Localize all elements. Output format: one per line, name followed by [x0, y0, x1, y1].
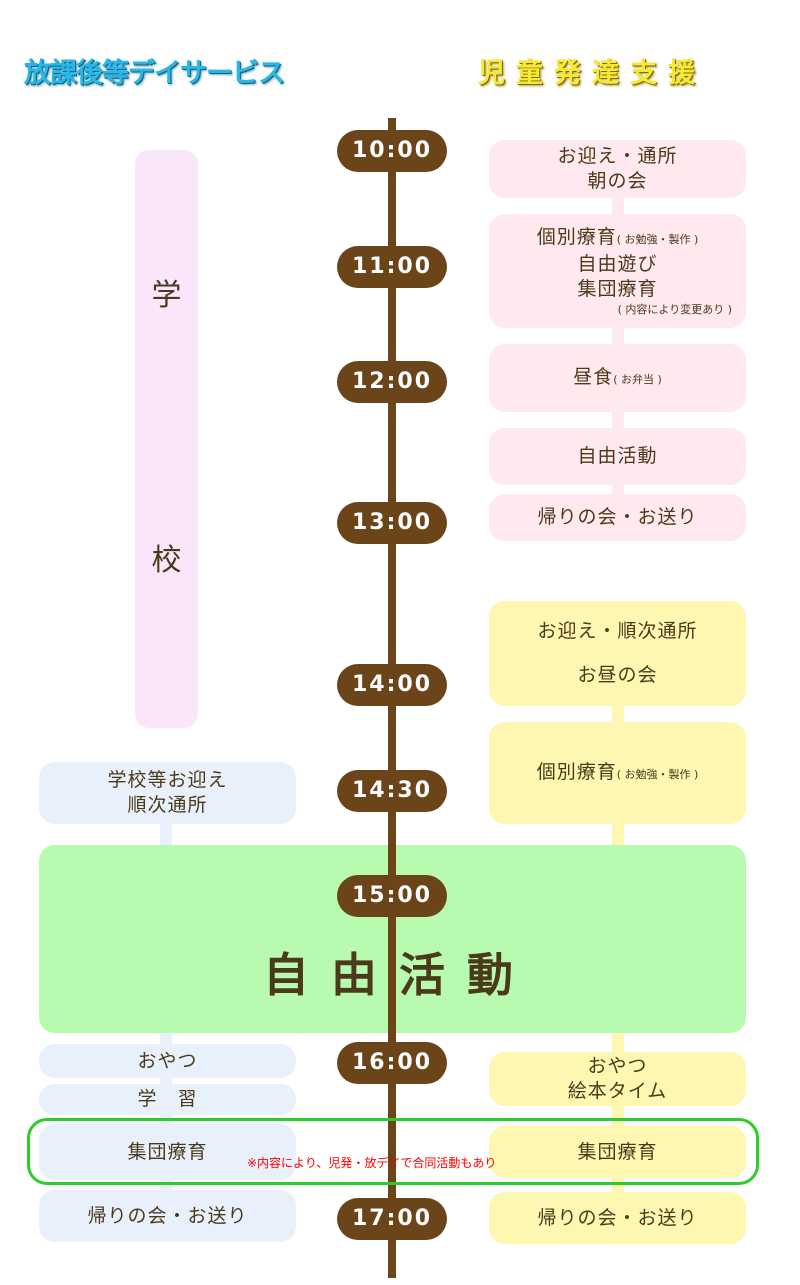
jihatsu-afternoon-arrival-box: お迎え・順次通所 お昼の会 — [489, 601, 746, 706]
shared-free-activity-label: 自由活動 — [263, 948, 535, 1002]
box-line: 学校等お迎え — [107, 769, 228, 791]
time-badge: 14:30 — [337, 770, 447, 812]
box-line-sub: ( お勉強・製作 ) — [616, 767, 699, 781]
connector — [612, 1176, 624, 1194]
connector — [612, 822, 624, 848]
connector — [160, 1178, 172, 1192]
time-badge: 10:00 — [337, 130, 447, 172]
jihatsu-arrival-box: お迎え・通所 朝の会 — [489, 140, 746, 198]
header-child-development-support: 児童発達支援 — [478, 58, 706, 89]
school-label-char: 校 — [151, 543, 182, 578]
connector — [612, 195, 624, 217]
jihatsu-lunch-box: 昼食( お弁当 ) — [489, 344, 746, 412]
day-service-group-box: 集団療育 — [39, 1124, 296, 1180]
connector — [160, 822, 172, 848]
time-badge: 16:00 — [337, 1042, 447, 1084]
box-line: お迎え・順次通所 — [537, 619, 698, 642]
box-line: 集団療育 — [577, 1140, 658, 1163]
day-service-snack-box: おやつ — [39, 1044, 296, 1078]
jihatsu-snack-box: おやつ 絵本タイム — [489, 1052, 746, 1106]
box-line: 昼食( お弁当 ) — [573, 365, 662, 392]
box-line: お迎え・通所 — [557, 145, 678, 167]
day-service-closing-box: 帰りの会・お送り — [39, 1190, 296, 1242]
jihatsu-afternoon-individual-box: 個別療育( お勉強・製作 ) — [489, 722, 746, 824]
connector — [612, 1030, 624, 1054]
time-badge: 13:00 — [337, 502, 447, 544]
box-line: 集団療育 — [127, 1140, 208, 1163]
box-line-sub: ( お勉強・製作 ) — [616, 232, 699, 246]
connector — [612, 1104, 624, 1128]
box-note: ( 内容により変更あり ) — [617, 302, 732, 316]
jihatsu-afternoon-closing-box: 帰りの会・お送り — [489, 1192, 746, 1244]
box-line: 自由活動 — [577, 445, 658, 467]
jihatsu-individual-box: 個別療育( お勉強・製作 ) 自由遊び 集団療育 ( 内容により変更あり ) — [489, 214, 746, 328]
box-line: 自由遊び — [577, 252, 658, 275]
box-line: おやつ — [137, 1049, 198, 1072]
box-line: 帰りの会・お送り — [537, 1206, 698, 1229]
box-line: 個別療育( お勉強・製作 ) — [537, 225, 699, 252]
time-badge: 15:00 — [337, 875, 447, 917]
box-line: おやつ — [587, 1055, 648, 1077]
jihatsu-group-box: 集団療育 — [489, 1126, 746, 1178]
school-label-char: 学 — [151, 278, 182, 313]
box-line: 順次通所 — [127, 794, 208, 816]
time-badge: 14:00 — [337, 664, 447, 706]
jihatsu-free-activity-box: 自由活動 — [489, 428, 746, 485]
joint-activity-note: ※内容により、児発・放デイで合同活動もあり — [247, 1156, 497, 1170]
box-line-main: 個別療育 — [536, 225, 617, 248]
connector — [160, 1030, 172, 1048]
joint-activity-outline — [27, 1118, 759, 1185]
box-line-main: 個別療育 — [536, 760, 617, 783]
school-time-bar — [135, 150, 198, 728]
connector — [612, 483, 624, 497]
time-badge: 17:00 — [337, 1198, 447, 1240]
day-service-study-box: 学 習 — [39, 1084, 296, 1115]
box-line: 絵本タイム — [567, 1080, 668, 1102]
connector — [612, 325, 624, 347]
box-line: 学 習 — [137, 1088, 198, 1110]
box-line: 個別療育( お勉強・製作 ) — [537, 760, 699, 787]
time-badge: 11:00 — [337, 246, 447, 288]
jihatsu-closing-box: 帰りの会・お送り — [489, 494, 746, 541]
box-line-main: 昼食 — [573, 365, 614, 388]
box-line: 朝の会 — [587, 170, 648, 192]
shared-free-activity-label-wrap: 自由活動 — [39, 945, 759, 1005]
box-line: 帰りの会・お送り — [87, 1204, 248, 1227]
box-line: 集団療育 — [577, 277, 658, 300]
time-badge: 12:00 — [337, 361, 447, 403]
box-line-sub: ( お弁当 ) — [613, 372, 662, 386]
box-line: 帰りの会・お送り — [537, 506, 698, 528]
header-after-school-day-service: 放課後等デイサービス — [24, 58, 285, 89]
connector — [612, 704, 624, 724]
day-service-pickup-box: 学校等お迎え 順次通所 — [39, 762, 296, 824]
box-line: お昼の会 — [577, 664, 658, 687]
connector — [612, 410, 624, 430]
